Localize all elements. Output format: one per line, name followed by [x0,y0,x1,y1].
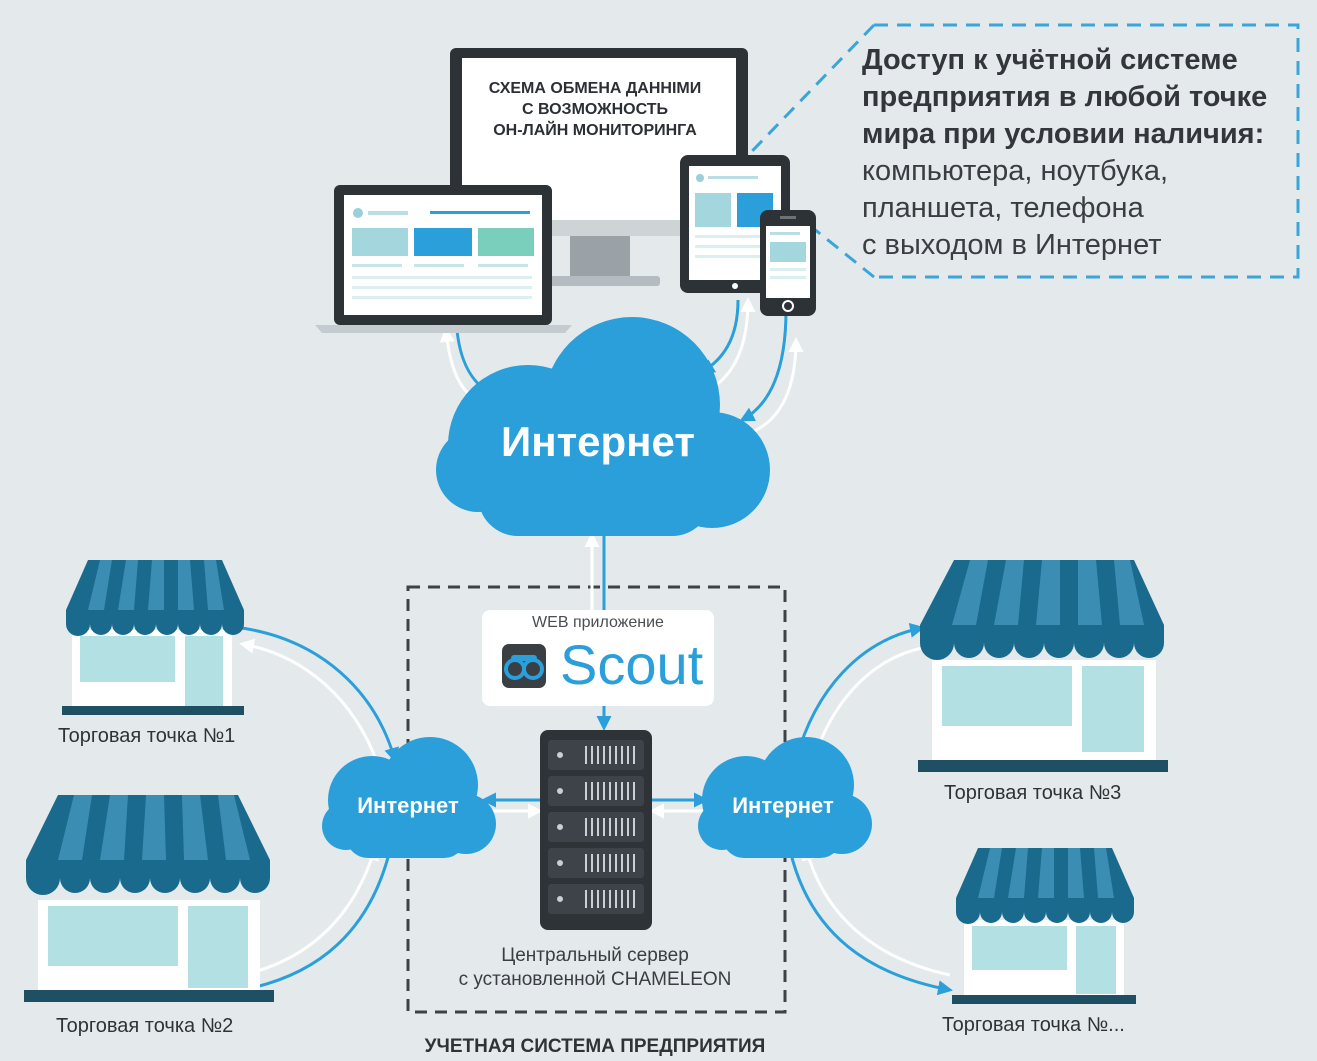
shop-2-label: Торговая точка №2 [56,1015,234,1037]
laptop-icon [315,185,572,333]
monitor-title-line: СХЕМА ОБМЕНА ДАННІМИ [488,80,702,97]
shop-1-label: Торговая точка №1 [58,725,236,747]
shop-n-label: Торговая точка №... [942,1014,1125,1036]
callout-line: планшета, телефона [862,192,1144,224]
web-app-label: WEB приложение [532,614,664,631]
shop-3-label: Торговая точка №3 [944,782,1122,804]
right-cloud-label: Интернет [732,793,834,818]
callout-dashed-border [874,23,1300,279]
callout-line: Доступ к учётной системе [862,44,1238,76]
main-cloud-label: Интернет [501,418,695,465]
store-icon [918,560,1168,772]
store-icon [952,848,1136,1004]
callout-line: предприятия в любой точке [862,81,1268,113]
monitor-title-line: ОН-ЛАЙН МОНИТОРИНГА [493,122,697,139]
store-icon [24,795,274,1002]
phone-icon [760,210,816,316]
binoculars-icon [502,644,546,688]
enterprise-system-label: УЧЕТНАЯ СИСТЕМА ПРЕДПРИЯТИЯ [424,1036,766,1057]
server-caption-line: Центральный сервер [501,945,689,966]
callout-line: компьютера, ноутбука, [862,155,1169,187]
monitor-screen-title: СХЕМА ОБМЕНА ДАННІМИ С ВОЗМОЖНОСТЬ ОН-ЛА… [470,78,720,141]
scout-logo-text: Scout [560,633,704,696]
callout-line: мира при условии наличия: [862,118,1265,150]
server-caption: Центральный сервер с установленной CHAME… [420,944,770,992]
server-caption-line: с установленной CHAMELEON [458,969,732,990]
cloud-icon [698,737,872,858]
left-cloud-label: Интернет [357,793,459,818]
callout-pointer-top [726,23,876,178]
cloud-icon [322,737,496,858]
store-icon [62,560,244,715]
monitor-title-line: С ВОЗМОЖНОСТЬ [521,101,669,118]
callout-text: Доступ к учётной системе предприятия в л… [862,42,1282,264]
server-icon [540,730,652,930]
cloud-icon [436,317,770,536]
callout-line: с выходом в Интернет [862,229,1162,261]
